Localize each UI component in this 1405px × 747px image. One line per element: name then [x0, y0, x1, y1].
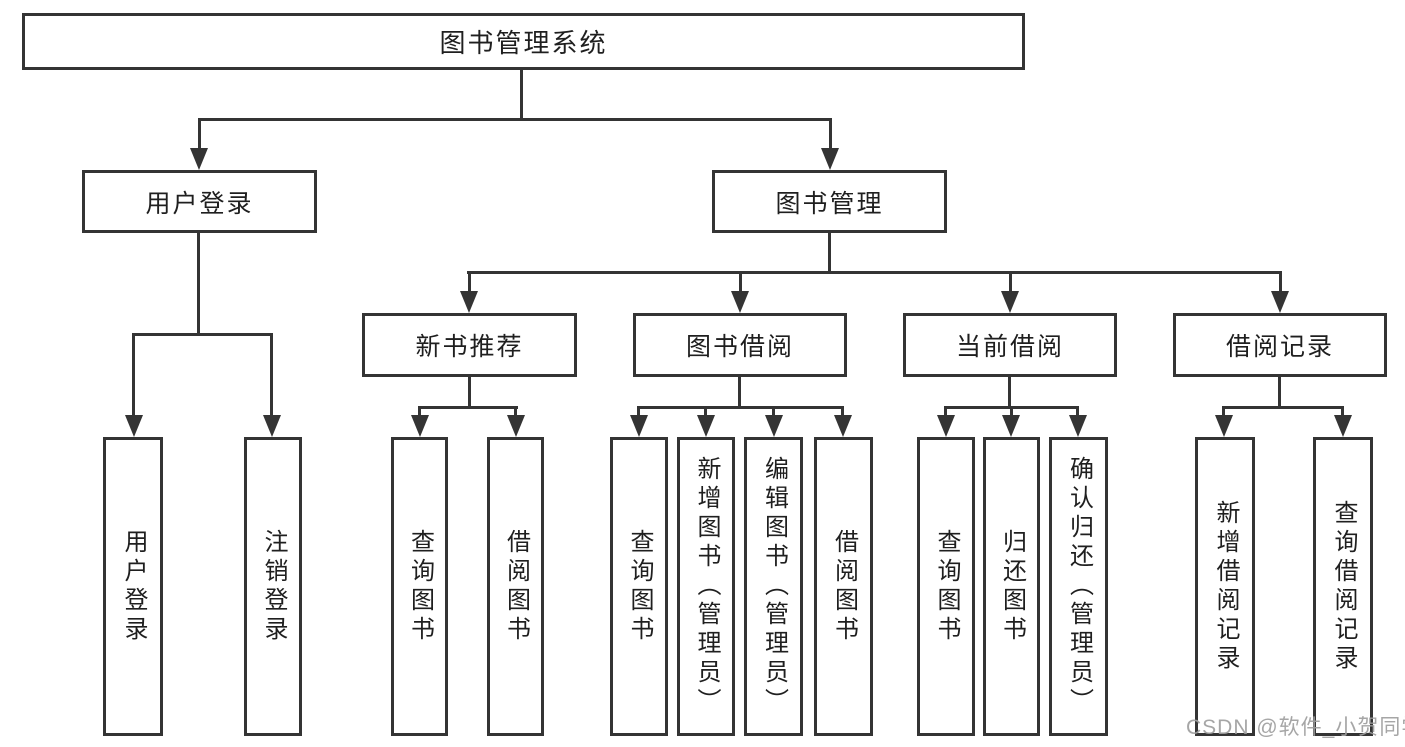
- leaf-logout: 注销登录: [244, 437, 302, 736]
- connector-line: [1076, 406, 1079, 417]
- arrow-down-icon: [190, 148, 208, 170]
- node-current-borrow-label: 当前借阅: [955, 333, 1064, 361]
- node-user-login: 用户登录: [82, 170, 317, 233]
- arrow-down-icon: [411, 415, 429, 437]
- connector-line: [637, 406, 640, 417]
- connector-line: [1222, 406, 1344, 409]
- node-borrow-records: 借阅记录: [1173, 313, 1387, 377]
- leaf-current-query-book-label: 查询图书: [933, 528, 960, 645]
- arrow-down-icon: [1002, 415, 1020, 437]
- arrow-down-icon: [765, 415, 783, 437]
- leaf-borrow-edit-book-admin: 编辑图书（管理员）: [744, 437, 803, 736]
- leaf-user-login: 用户登录: [103, 437, 163, 736]
- connector-line: [467, 271, 1281, 274]
- connector-line: [514, 406, 517, 417]
- connector-line: [739, 271, 742, 293]
- arrow-down-icon: [507, 415, 525, 437]
- leaf-recommend-borrow-book-label: 借阅图书: [502, 528, 530, 645]
- arrow-down-icon: [1069, 415, 1087, 437]
- leaf-logout-label: 注销登录: [260, 528, 287, 645]
- arrow-down-icon: [834, 415, 852, 437]
- leaf-current-confirm-return-admin-label: 确认归还（管理员）: [1065, 456, 1093, 717]
- arrow-down-icon: [1334, 415, 1352, 437]
- connector-line: [468, 377, 471, 408]
- connector-line: [1222, 406, 1225, 417]
- connector-line: [738, 377, 741, 408]
- leaf-records-query-record: 查询借阅记录: [1313, 437, 1373, 736]
- connector-line: [829, 118, 832, 150]
- connector-line: [197, 233, 200, 336]
- connector-line: [1010, 406, 1013, 417]
- leaf-records-add-record-label: 新增借阅记录: [1212, 499, 1239, 674]
- leaf-borrow-borrow-book-label: 借阅图书: [830, 528, 858, 645]
- connector-line: [704, 406, 707, 417]
- leaf-current-confirm-return-admin: 确认归还（管理员）: [1049, 437, 1108, 736]
- connector-line: [1341, 406, 1344, 417]
- leaf-borrow-borrow-book: 借阅图书: [814, 437, 873, 736]
- connector-line: [1279, 271, 1282, 293]
- arrow-down-icon: [263, 415, 281, 437]
- leaf-borrow-query-book-label: 查询图书: [626, 528, 653, 645]
- leaf-borrow-add-book-admin-label: 新增图书（管理员）: [693, 456, 720, 717]
- leaf-borrow-edit-book-admin-label: 编辑图书（管理员）: [760, 456, 788, 717]
- node-root-label: 图书管理系统: [439, 28, 608, 58]
- connector-line: [944, 406, 947, 417]
- leaf-current-return-book: 归还图书: [983, 437, 1040, 736]
- arrow-down-icon: [630, 415, 648, 437]
- connector-line: [637, 406, 844, 409]
- leaf-records-add-record: 新增借阅记录: [1195, 437, 1255, 736]
- connector-line: [468, 271, 471, 293]
- leaf-recommend-borrow-book: 借阅图书: [487, 437, 544, 736]
- arrow-down-icon: [1271, 291, 1289, 313]
- arrow-down-icon: [460, 291, 478, 313]
- connector-line: [828, 233, 831, 274]
- connector-line: [772, 406, 775, 417]
- connector-line: [418, 406, 518, 409]
- connector-line: [198, 118, 832, 121]
- connector-line: [841, 406, 844, 417]
- arrow-down-icon: [937, 415, 955, 437]
- node-user-login-label: 用户登录: [145, 189, 254, 218]
- connector-line: [132, 333, 135, 417]
- connector-line: [132, 333, 273, 336]
- leaf-recommend-query-book: 查询图书: [391, 437, 448, 736]
- node-book-management-label: 图书管理: [775, 189, 884, 218]
- node-book-borrow: 图书借阅: [633, 313, 847, 377]
- leaf-borrow-query-book: 查询图书: [610, 437, 668, 736]
- node-new-book-recommend: 新书推荐: [362, 313, 577, 377]
- connector-line: [418, 406, 421, 417]
- node-book-management: 图书管理: [712, 170, 947, 233]
- connector-line: [1008, 377, 1011, 408]
- leaf-recommend-query-book-label: 查询图书: [406, 528, 434, 645]
- node-new-book-recommend-label: 新书推荐: [415, 333, 524, 361]
- leaf-borrow-add-book-admin: 新增图书（管理员）: [677, 437, 735, 736]
- arrow-down-icon: [125, 415, 143, 437]
- node-borrow-records-label: 借阅记录: [1225, 333, 1334, 361]
- leaf-current-return-book-label: 归还图书: [998, 528, 1026, 645]
- connector-line: [520, 69, 523, 121]
- connector-line: [270, 333, 273, 417]
- arrow-down-icon: [731, 291, 749, 313]
- arrow-down-icon: [821, 148, 839, 170]
- node-current-borrow: 当前借阅: [903, 313, 1117, 377]
- arrow-down-icon: [1001, 291, 1019, 313]
- leaf-records-query-record-label: 查询借阅记录: [1330, 499, 1357, 674]
- arrow-down-icon: [697, 415, 715, 437]
- node-root: 图书管理系统: [22, 13, 1025, 70]
- leaf-user-login-label: 用户登录: [120, 528, 147, 645]
- node-book-borrow-label: 图书借阅: [685, 333, 794, 361]
- connector-line: [198, 118, 201, 150]
- connector-line: [1278, 377, 1281, 408]
- arrow-down-icon: [1215, 415, 1233, 437]
- leaf-current-query-book: 查询图书: [917, 437, 975, 736]
- connector-line: [1009, 271, 1012, 293]
